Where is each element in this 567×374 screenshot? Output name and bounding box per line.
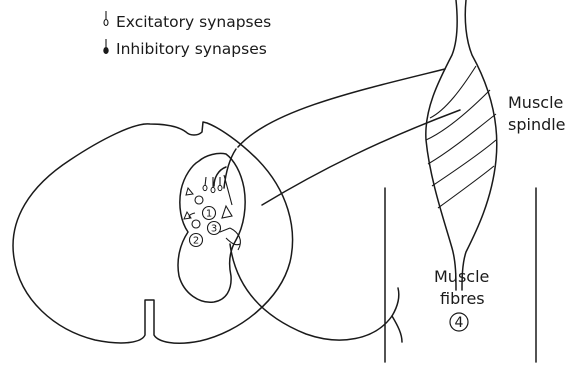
spinal-cord-outline <box>13 122 293 343</box>
motor-end-plate <box>392 288 399 316</box>
svg-text:4: 4 <box>455 315 464 331</box>
muscle-spindle-label-line1: Muscle <box>508 93 563 112</box>
label-number-3: 3 <box>208 222 221 235</box>
muscle-spindle <box>426 0 497 290</box>
label-number-4: 4 <box>450 313 468 331</box>
legend-inhibitory-label: Inhibitory synapses <box>116 40 267 58</box>
muscle-spindle-label-line2: spindle <box>508 115 566 134</box>
svg-text:1: 1 <box>206 209 212 220</box>
inhibitory-synapse-icon <box>104 39 108 54</box>
svg-text:2: 2 <box>193 236 199 247</box>
excitatory-synapse-icon <box>104 11 108 26</box>
muscle-fibres-label-line1: Muscle <box>434 267 489 286</box>
legend-excitatory-label: Excitatory synapses <box>116 13 271 31</box>
muscle-spindle-afferent-return <box>262 110 460 205</box>
legend: Excitatory synapses Inhibitory synapses <box>104 11 271 58</box>
label-number-2: 2 <box>190 234 203 247</box>
sensory-fibre <box>238 69 445 147</box>
svg-text:3: 3 <box>211 224 217 235</box>
label-number-1: 1 <box>203 207 216 220</box>
motor-fibre <box>230 244 392 340</box>
motor-end-plate-branch <box>392 316 402 342</box>
muscle-fibres-label-line2: fibres <box>440 289 485 308</box>
